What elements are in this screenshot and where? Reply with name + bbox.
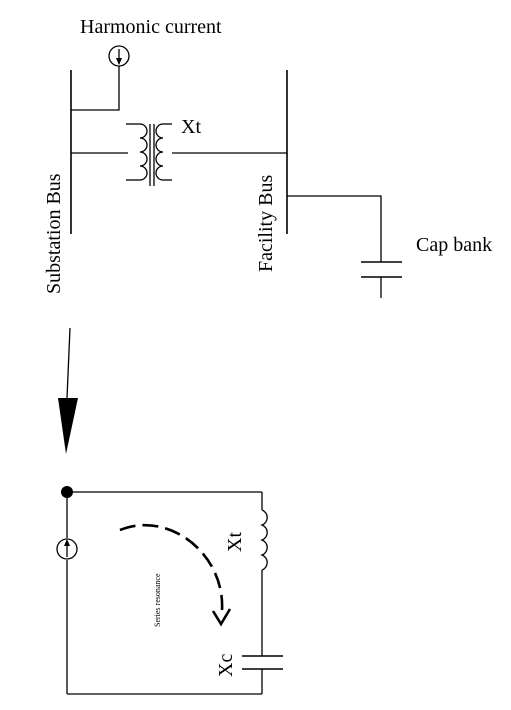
capacitor-symbol [242,655,283,670]
one-line-diagram: Harmonic current Substation Bus Xt Facil… [43,16,492,298]
capacitor-xc-label: Xc [215,654,237,677]
facility-bus-label: Facility Bus [255,175,277,272]
series-resonance-label: Series resonance [153,573,162,627]
transformer-symbol [126,123,172,186]
harmonic-current-label: Harmonic current [80,16,222,38]
transformer-xt-label: Xt [181,116,201,138]
substation-bus-label: Substation Bus [43,173,65,294]
inductor-symbol [260,509,268,571]
cap-bank-label: Cap bank [416,234,492,256]
inductor-xt-label: Xt [224,532,246,552]
transition-arrow [58,327,78,454]
equivalent-circuit: Xt Xc Series resonance [56,486,283,695]
harmonic-current-source [71,45,130,111]
cap-bank-symbol [287,195,402,298]
harmonic-source-symbol [56,538,78,560]
series-resonance-arrow [119,523,232,627]
